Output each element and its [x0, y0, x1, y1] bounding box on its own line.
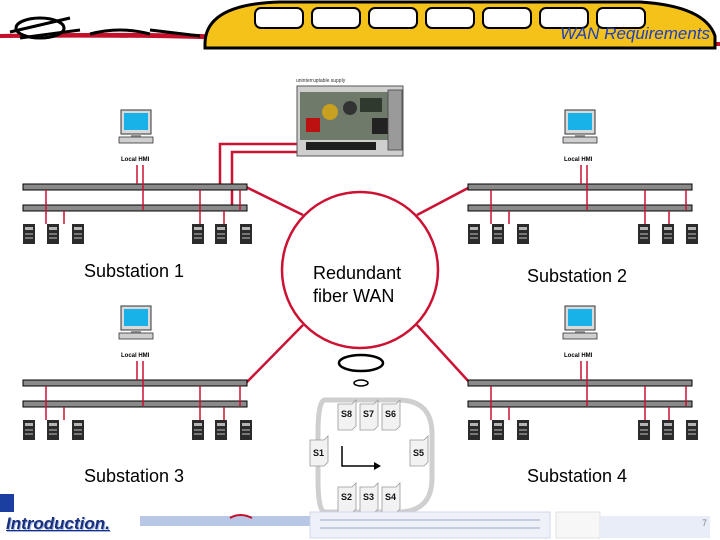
switch-label: S7 — [363, 409, 374, 419]
page-number: 7 — [702, 518, 708, 528]
ied-icon — [686, 224, 698, 244]
hmi-label: Local HMI — [121, 353, 150, 359]
link-ellipse — [353, 379, 369, 387]
footer-section-title: Introduction. — [6, 514, 110, 533]
wan-link-substation2 — [416, 185, 471, 217]
bus-bar — [467, 204, 693, 212]
wan-link-substation4 — [416, 324, 471, 384]
switch-label: S5 — [413, 448, 424, 458]
footer-text-block — [555, 511, 601, 539]
ring-switches — [309, 399, 429, 514]
ups-link-b — [230, 150, 297, 210]
ied-icon — [686, 420, 698, 440]
hmi-pc-icon — [118, 305, 154, 340]
substation-3-label: Substation 3 — [84, 466, 185, 486]
substation-2 — [467, 109, 698, 244]
substation-2-label: Substation 2 — [527, 266, 628, 286]
hmi-pc-icon — [118, 109, 154, 144]
ied-icon — [517, 224, 529, 244]
switch-s7 — [359, 399, 379, 431]
page-title: WAN Requirements — [560, 24, 710, 43]
ied-icon — [47, 420, 59, 440]
switch-label: S3 — [363, 492, 374, 502]
header-banner — [0, 0, 720, 50]
ied-icon — [492, 420, 504, 440]
logo-box-icon — [0, 494, 14, 512]
clipart-figure — [9, 16, 201, 40]
wan-label: Redundant fiber WAN — [313, 262, 401, 308]
flow-arrow-icon — [341, 446, 378, 467]
substation-3 — [22, 305, 252, 440]
ied-icon — [192, 420, 204, 440]
switch-label: S4 — [385, 492, 396, 502]
ied-icon — [638, 420, 650, 440]
ups-device — [296, 85, 404, 157]
switch-label: S2 — [341, 492, 352, 502]
substation-4-label: Substation 4 — [527, 466, 628, 486]
bus-bar — [22, 204, 248, 212]
footer-graphic — [309, 511, 551, 539]
ied-icon — [662, 224, 674, 244]
substation-1-label: Substation 1 — [84, 261, 185, 281]
ied-icon — [215, 420, 227, 440]
ied-icon — [468, 224, 480, 244]
bus-bar — [467, 183, 693, 191]
ied-icon — [492, 224, 504, 244]
ied-icon — [240, 420, 252, 440]
ups-link-a — [218, 142, 297, 188]
ied-icon — [192, 224, 204, 244]
bus-bar — [22, 183, 248, 191]
switch-label: S1 — [313, 448, 324, 458]
switch-label: S6 — [385, 409, 396, 419]
ied-icon — [47, 224, 59, 244]
substation-4 — [467, 305, 698, 440]
wan-label-line2: fiber WAN — [313, 286, 395, 306]
ied-icon — [468, 420, 480, 440]
wan-link-substation3 — [245, 324, 304, 384]
bus-bar — [467, 400, 693, 408]
hmi-label: Local HMI — [564, 353, 593, 359]
arrowhead-icon — [374, 462, 381, 470]
wan-ring — [280, 190, 440, 350]
ups-caption: uninterruptable supply — [296, 78, 346, 84]
switch-s5 — [409, 435, 429, 467]
switch-s6 — [381, 399, 401, 431]
hmi-pc-icon — [562, 305, 598, 340]
footer-thumbnail — [140, 516, 310, 526]
bus-clipart — [203, 0, 717, 50]
ied-icon — [638, 224, 650, 244]
ied-icon — [215, 224, 227, 244]
ied-icon — [240, 224, 252, 244]
switch-label: S8 — [341, 409, 352, 419]
ied-icon — [23, 224, 35, 244]
hmi-pc-icon — [562, 109, 598, 144]
cloud-ellipse — [337, 353, 385, 373]
wan-label-line1: Redundant — [313, 263, 402, 283]
ied-icon — [23, 420, 35, 440]
wan-links — [218, 142, 471, 384]
footer-strip — [0, 494, 710, 539]
fiber-ring-inset: S8 S7 S6 S1 S5 S2 S3 S4 — [309, 353, 435, 515]
wan-link-substation1 — [245, 185, 304, 217]
switch-s8 — [337, 399, 357, 431]
footer-box — [600, 516, 710, 538]
footer-swoosh — [229, 514, 253, 519]
bus-bar — [22, 400, 248, 408]
ied-icon — [662, 420, 674, 440]
ied-icon — [72, 224, 84, 244]
hmi-label: Local HMI — [121, 157, 150, 163]
bus-bar — [467, 379, 693, 387]
substation-1 — [22, 109, 252, 244]
hmi-label: Local HMI — [564, 157, 593, 163]
ied-icon — [72, 420, 84, 440]
bus-bar — [22, 379, 248, 387]
switch-s1 — [309, 435, 329, 467]
ied-icon — [517, 420, 529, 440]
